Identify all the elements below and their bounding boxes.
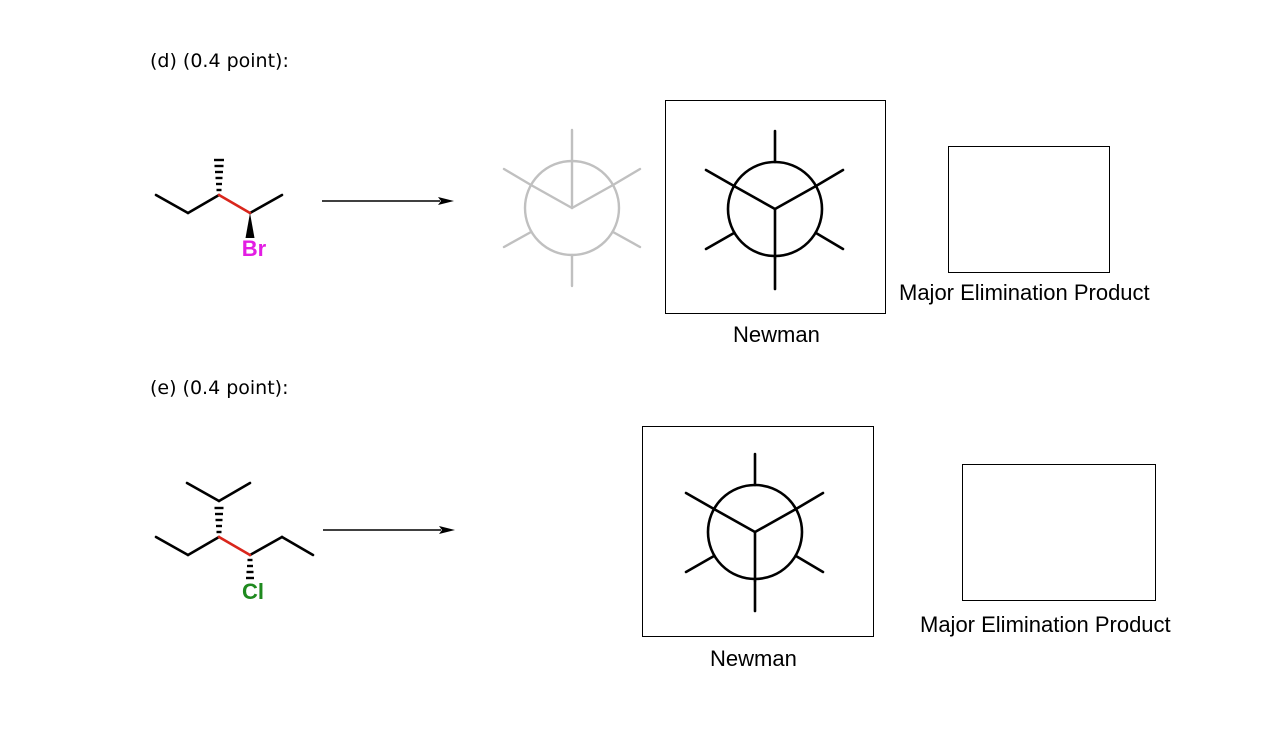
answer-newman-e bbox=[684, 452, 825, 613]
leaving-group-cl: Cl bbox=[242, 579, 264, 604]
bond bbox=[154, 193, 190, 215]
highlighted-bond bbox=[217, 535, 252, 557]
template-newman-lines bbox=[502, 128, 642, 288]
bold-wedge bbox=[245, 213, 255, 238]
part-d-label: (d) (0.4 point): bbox=[150, 50, 289, 72]
bond bbox=[248, 535, 284, 557]
bond bbox=[185, 481, 221, 503]
newman-caption: Newman bbox=[733, 322, 820, 347]
product-caption: Major Elimination Product bbox=[899, 280, 1150, 305]
product-answer-box[interactable] bbox=[948, 146, 1110, 273]
newman-answer-box[interactable] bbox=[642, 426, 874, 637]
template-newman bbox=[502, 128, 642, 288]
leaving-group-br: Br bbox=[242, 236, 267, 261]
bond bbox=[154, 535, 190, 557]
part-e-label: (e) (0.4 point): bbox=[150, 377, 289, 399]
hashed-wedge bbox=[246, 558, 254, 580]
bond bbox=[186, 535, 221, 557]
product-caption: Major Elimination Product bbox=[920, 612, 1171, 637]
answer-newman-d bbox=[704, 129, 845, 291]
hashed-wedge bbox=[214, 158, 224, 192]
highlighted-bond bbox=[217, 193, 252, 215]
bond bbox=[280, 535, 315, 557]
product-answer-box[interactable] bbox=[962, 464, 1156, 601]
bond bbox=[248, 193, 284, 215]
hashed-wedge bbox=[214, 506, 224, 534]
newman-answer-box[interactable] bbox=[665, 100, 886, 314]
bond bbox=[217, 481, 252, 503]
reaction-arrow bbox=[322, 197, 454, 205]
reaction-arrow bbox=[323, 526, 455, 534]
newman-caption: Newman bbox=[710, 646, 797, 671]
bond bbox=[186, 193, 221, 215]
